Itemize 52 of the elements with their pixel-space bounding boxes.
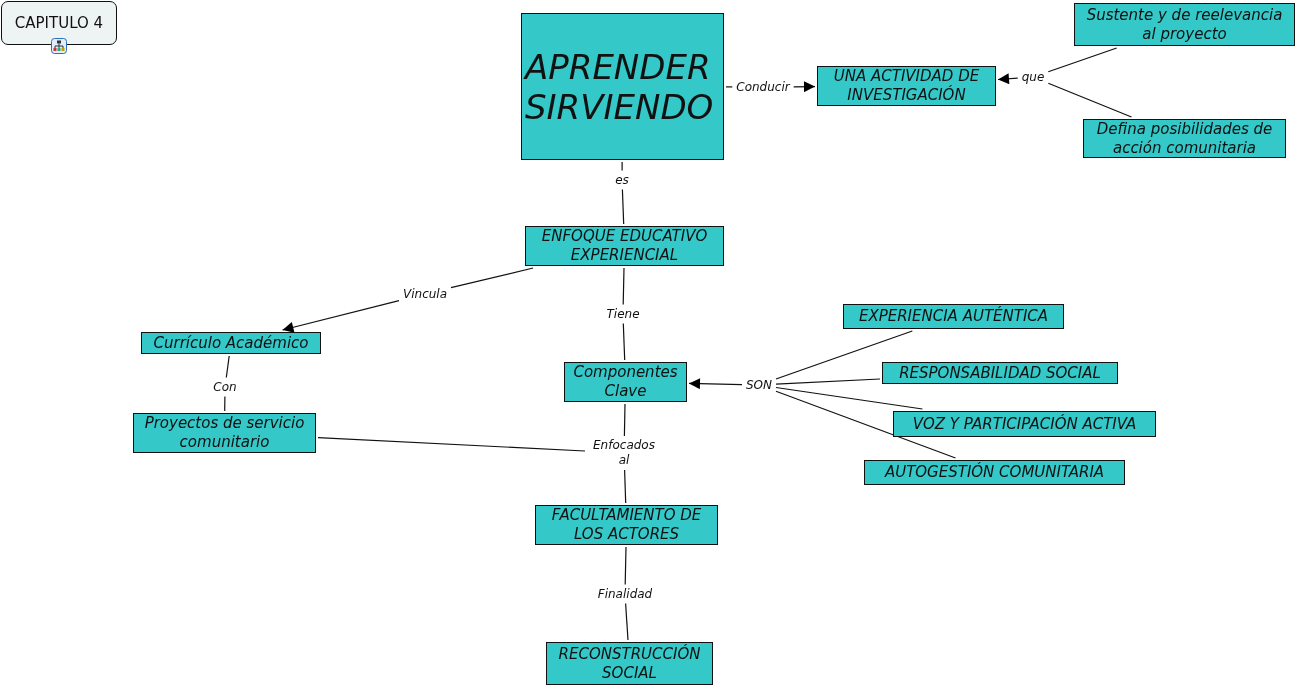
connector-line (725, 86, 733, 88)
concept-text: FACULTAMIENTO DE LOS ACTORES (550, 506, 703, 544)
connector-line (775, 330, 913, 380)
concept-box (525, 226, 724, 266)
concept-text: APRENDER SIRVIENDO (525, 46, 715, 127)
concept-box (817, 66, 996, 106)
concept-text: Currículo Académico (153, 333, 309, 353)
connector-line (624, 469, 627, 504)
connector-line (450, 267, 534, 289)
connector-line (1047, 47, 1118, 73)
concept-text: Sustente y de reelevancia al proyecto (1085, 5, 1284, 44)
arrow (688, 378, 743, 390)
concept-text: Defina posibilidades de acción comunitaria (1095, 119, 1274, 158)
arrow (281, 300, 400, 333)
concept-box (882, 362, 1118, 384)
connector-line (622, 322, 626, 361)
concept-text: UNA ACTIVIDAD DE INVESTIGACIÓN (832, 67, 981, 105)
concept-text: RESPONSABILIDAD SOCIAL (899, 363, 1101, 383)
concept-text: RECONSTRUCCIÓN SOCIAL (557, 644, 702, 683)
concept-text: CAPITULO 4 (14, 13, 104, 33)
connector-line (775, 378, 881, 385)
concept-box (893, 411, 1156, 437)
connector-line (624, 546, 627, 586)
connector-line (625, 602, 629, 641)
concept-box (535, 505, 718, 545)
concept-box (546, 642, 713, 685)
connector-line (317, 437, 586, 452)
concept-text: VOZ Y PARTICIPACIÓN ACTIVA (912, 414, 1137, 434)
connector-line (621, 188, 625, 225)
connector-line (775, 386, 923, 410)
connector-line (224, 395, 226, 412)
concept-box (133, 413, 316, 453)
arrow (793, 81, 816, 93)
concept-text: Componentes Clave (572, 363, 679, 401)
connector-line (623, 403, 626, 437)
concept-box (521, 13, 724, 160)
connector-line (225, 355, 230, 379)
connector-line (621, 161, 623, 172)
connector-line (1047, 82, 1133, 118)
concept-text: AUTOGESTIÓN COMUNITARIA (884, 463, 1105, 482)
concept-box (843, 304, 1064, 329)
connector-line (775, 390, 957, 459)
arrow (997, 73, 1019, 85)
concept-text: EXPERIENCIA AUTÉNTICA (858, 307, 1049, 326)
concept-text: ENFOQUE EDUCATIVO EXPERIENCIAL (540, 227, 709, 265)
concept-box (564, 362, 687, 402)
concept-box (141, 332, 321, 354)
map-title-box (1, 1, 117, 45)
connector-line (622, 267, 625, 306)
concept-text: Proyectos de servicio comunitario (143, 414, 306, 452)
concept-box (1074, 3, 1295, 46)
concept-box (864, 460, 1125, 485)
